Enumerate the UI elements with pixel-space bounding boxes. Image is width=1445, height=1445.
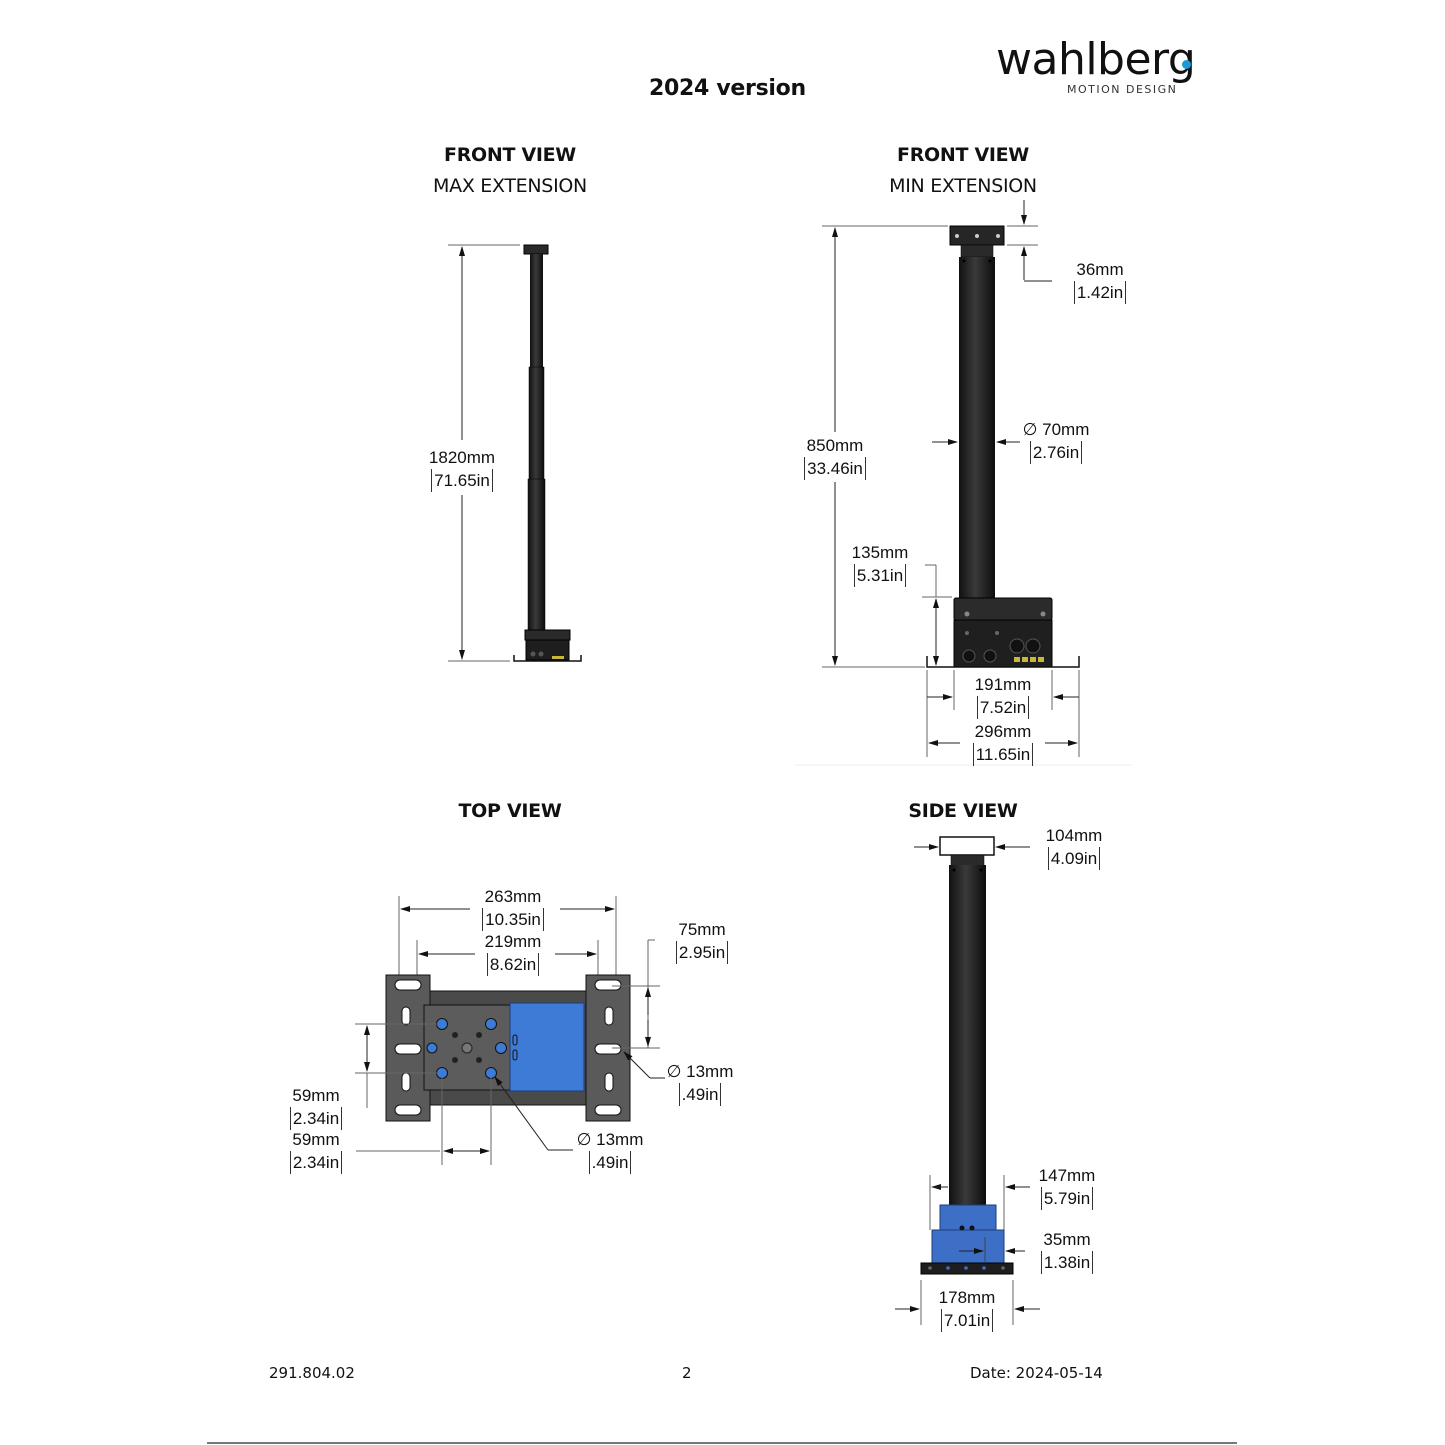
dim-in: 8.62in [486,953,540,976]
dim-hole-diameter: ∅ 13mm .49in [570,1128,650,1174]
dim-base-width: 296mm 11.65in [960,720,1046,766]
side-view-drawing [895,836,1040,1325]
dim-outer-width: 263mm 10.35in [470,885,556,931]
logo-tagline: MOTION DESIGN [1067,83,1178,96]
side-view-title: SIDE VIEW [908,800,1018,822]
dim-slot-hole: ∅ 13mm .49in [660,1060,740,1106]
front-min-title: FRONT VIEW [897,144,1029,166]
dim-mm: 1820mm [428,448,496,467]
front-max-drawing [448,244,582,662]
dim-hole-vertical: 59mm 2.34in [278,1084,354,1130]
dim-mm: 147mm [1038,1166,1096,1185]
dim-mm: ∅ 13mm [576,1130,644,1149]
dim-hole-horizontal: 59mm 2.34in [278,1128,354,1174]
dim-mm: 219mm [484,932,542,951]
dim-side-plate: 104mm 4.09in [1036,824,1112,870]
dim-in: 1.42in [1073,281,1127,304]
dim-mm: 263mm [484,887,542,906]
dim-in: .49in [588,1151,632,1174]
top-view-title: TOP VIEW [458,800,562,822]
dim-side-offset: 35mm 1.38in [1029,1228,1105,1274]
dim-box-width: 191mm 7.52in [965,673,1041,719]
dim-slot-spacing: 75mm 2.95in [664,918,740,964]
dim-side-box: 147mm 5.79in [1029,1164,1105,1210]
dim-mm: 35mm [1043,1230,1091,1249]
top-view-drawing [355,896,665,1165]
dim-in: 10.35in [482,908,544,931]
dim-mm: 135mm [851,543,909,562]
dim-max-height: 1820mm 71.65in [424,446,500,492]
dim-mm: 75mm [678,920,726,939]
dim-mm: 104mm [1045,826,1103,845]
dim-inner-width: 219mm 8.62in [475,930,551,976]
dim-mm: 59mm [292,1086,340,1105]
dim-in: 71.65in [431,469,493,492]
dim-in: 1.38in [1040,1251,1094,1274]
brand-logo: wahlberg MOTION DESIGN [996,34,1206,104]
front-min-drawing [795,200,1132,766]
dim-in: 11.65in [972,743,1034,766]
dim-in: 4.09in [1047,847,1101,870]
logo-wordmark: wahlberg [996,34,1196,85]
doc-number: 291.804.02 [269,1364,355,1382]
dim-box-height: 135mm 5.31in [842,541,918,587]
dim-mm: 191mm [974,675,1032,694]
dim-side-base: 178mm 7.01in [929,1286,1005,1332]
dim-mm: 59mm [292,1130,340,1149]
dim-in: 33.46in [804,457,866,480]
dim-plate-thickness: 36mm 1.42in [1062,258,1138,304]
dim-mm: ∅ 70mm [1022,420,1090,439]
dim-in: .49in [678,1083,722,1106]
page-number: 2 [682,1364,692,1382]
dim-mm: 296mm [974,722,1032,741]
dim-mm: 850mm [806,436,864,455]
logo-dot-icon [1182,60,1191,69]
dim-in: 2.76in [1029,441,1083,464]
front-max-title: FRONT VIEW [444,144,576,166]
dim-in: 5.79in [1040,1187,1094,1210]
dim-in: 2.34in [289,1107,343,1130]
front-min-subtitle: MIN EXTENSION [889,175,1037,197]
page-title: 2024 version [649,76,806,101]
dim-tube-diameter: ∅ 70mm 2.76in [1018,418,1094,464]
dim-in: 7.01in [940,1309,994,1332]
front-max-subtitle: MAX EXTENSION [433,175,587,197]
dim-min-height: 850mm 33.46in [797,434,873,480]
dim-in: 7.52in [976,696,1030,719]
dim-mm: 36mm [1076,260,1124,279]
doc-date: Date: 2024-05-14 [970,1364,1103,1382]
dim-in: 5.31in [853,564,907,587]
dim-in: 2.34in [289,1151,343,1174]
dim-in: 2.95in [675,941,729,964]
dim-mm: ∅ 13mm [666,1062,734,1081]
dim-mm: 178mm [938,1288,996,1307]
